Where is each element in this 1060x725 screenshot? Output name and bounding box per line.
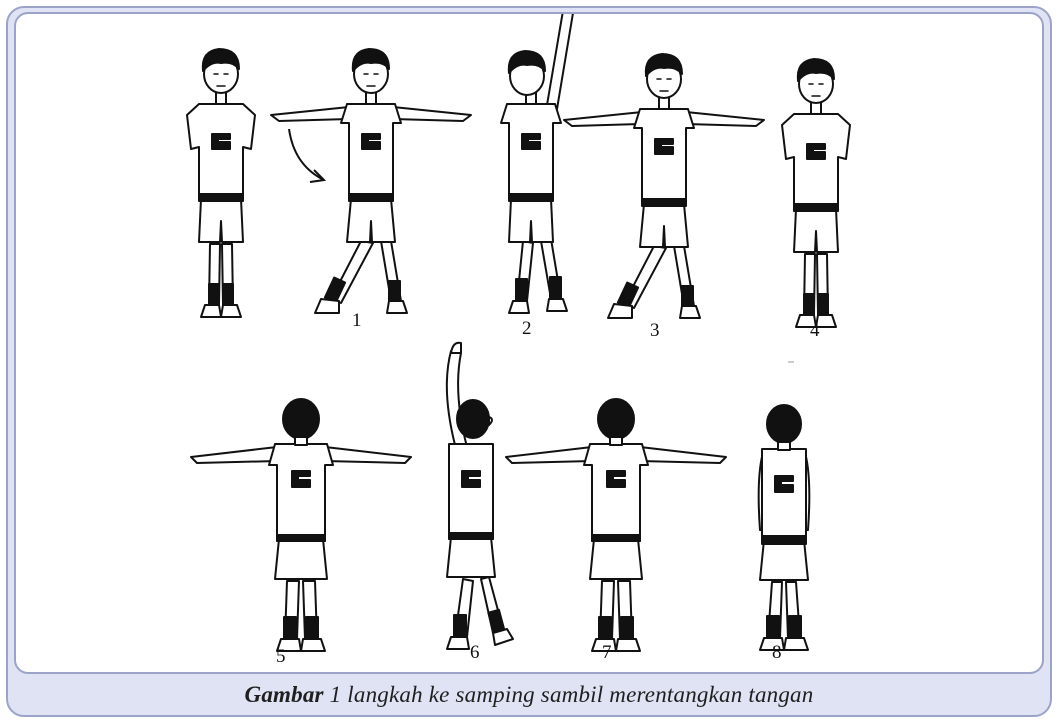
figure-1a (187, 49, 255, 317)
figure-number-5: 5 (276, 646, 286, 668)
exercise-illustrations (16, 14, 1046, 676)
figure-3 (564, 54, 764, 318)
figure-number-1: 1 (352, 310, 362, 332)
figure-2 (501, 14, 576, 313)
figure-number-8: 8 (772, 642, 782, 664)
caption-label: Gambar (245, 682, 324, 707)
figure-number-2: 2 (522, 318, 532, 340)
figure-5 (191, 399, 411, 651)
figure-8 (759, 405, 810, 650)
figure-number-7: 7 (602, 642, 612, 664)
illustration-panel: 1 2 3 4 5 6 7 8 (14, 12, 1044, 674)
figure-1b (271, 49, 471, 313)
figure-caption: Gambar 1 langkah ke samping sambil meren… (8, 682, 1050, 708)
arrow-icon (289, 129, 322, 179)
figure-number-6: 6 (470, 642, 480, 664)
figure-4 (782, 59, 850, 327)
figure-number-4: 4 (810, 320, 820, 342)
figure-6 (447, 343, 513, 649)
caption-text: 1 langkah ke samping sambil merentangkan… (324, 682, 814, 707)
figure-frame: 1 2 3 4 5 6 7 8 Gambar 1 langkah ke samp… (6, 6, 1052, 717)
figure-7 (506, 399, 726, 651)
figure-number-3: 3 (650, 320, 660, 342)
